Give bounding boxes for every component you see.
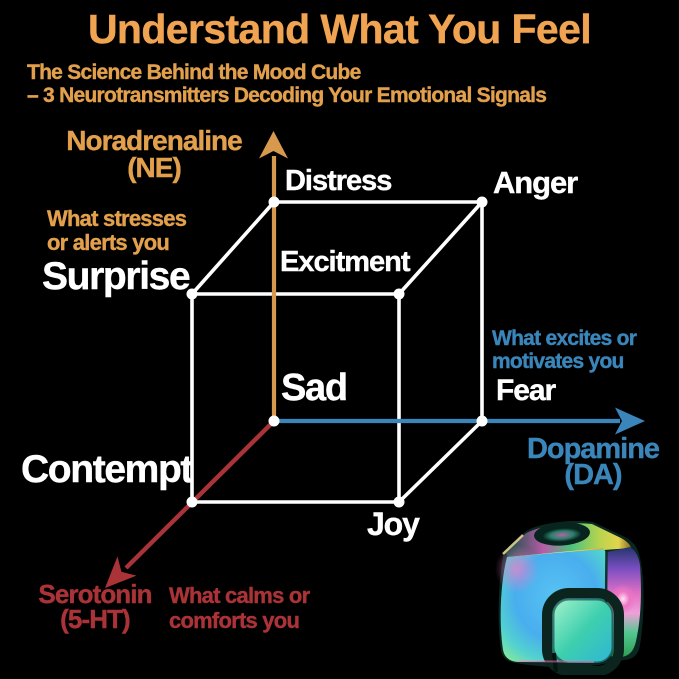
cube-cutout-ring — [542, 588, 624, 675]
emotion-label-surprise: Surprise — [42, 255, 191, 298]
subtitle-line-2: – 3 Neurotransmitters Decoding Your Emot… — [27, 84, 547, 107]
emotion-label-sad: Sad — [281, 367, 348, 409]
emotion-label-excitment: Excitment — [280, 246, 411, 278]
cube-edge-highlight — [502, 534, 524, 555]
mood-cube-image — [495, 521, 644, 675]
emotion-label-fear: Fear — [496, 374, 557, 407]
serotonin-axis — [105, 419, 276, 588]
serotonin-description: What calms or comforts you — [169, 583, 311, 633]
serotonin-desc-line-2: comforts you — [169, 608, 300, 633]
noradrenaline-name: Noradrenaline — [66, 125, 243, 156]
cube-vertex-dot — [476, 415, 488, 427]
serotonin-abbrev: (5-HT) — [60, 604, 131, 634]
emotion-label-contempt: Contempt — [21, 448, 194, 491]
emotion-label-anger: Anger — [493, 165, 579, 200]
serotonin-axis-label: Serotonin (5-HT) — [25, 579, 165, 634]
cube-edge — [190, 200, 276, 296]
dopamine-name: Dopamine — [526, 433, 660, 465]
noradrenaline-abbrev: (NE) — [127, 152, 182, 183]
cube-edge — [397, 200, 484, 296]
dopamine-axis-label: Dopamine (DA) — [518, 433, 668, 491]
page-title: Understand What You Feel — [87, 6, 592, 52]
noradrenaline-axis-label: Noradrenaline (NE) — [40, 125, 268, 183]
dopamine-axis — [274, 407, 645, 435]
noradrenaline-desc-line-1: What stresses — [47, 206, 187, 231]
cube-magenta-glow — [495, 545, 539, 593]
serotonin-desc-line-1: What calms or — [169, 583, 311, 608]
cube-vertex-dot — [268, 196, 280, 208]
dopamine-desc-line-2: motivates you — [492, 350, 625, 373]
noradrenaline-description: What stresses or alerts you — [47, 206, 187, 255]
arrow-up-icon — [259, 131, 288, 159]
cube-inner-block — [553, 599, 613, 663]
dopamine-description: What excites or motivates you — [492, 327, 637, 373]
cube-wireframe — [190, 200, 484, 504]
cube-vertex-dot — [186, 288, 198, 300]
cube-vertex-dot — [476, 196, 488, 208]
dopamine-desc-line-1: What excites or — [492, 327, 637, 350]
arrow-down-left-icon — [105, 556, 137, 588]
serotonin-name: Serotonin — [38, 579, 152, 609]
cube-vertex-dot — [393, 288, 405, 300]
subtitle-line-1: The Science Behind the Mood Cube — [27, 61, 362, 84]
cube-notch-sheen — [543, 528, 581, 542]
noradrenaline-desc-line-2: or alerts you — [47, 230, 170, 255]
emotion-label-joy: Joy — [367, 506, 420, 542]
cube-edge — [397, 419, 484, 504]
cube-bottom-seam — [552, 652, 558, 673]
dopamine-abbrev: (DA) — [564, 459, 623, 491]
cube-vertex-dot — [393, 496, 405, 508]
emotion-label-distress: Distress — [285, 165, 393, 197]
cube-vertex-dot — [268, 415, 280, 427]
page-subtitle: The Science Behind the Mood Cube – 3 Neu… — [27, 61, 547, 107]
cube-vertex-dot — [186, 496, 198, 508]
cube-vertices — [186, 196, 488, 508]
cube-bottom-fringe — [517, 660, 595, 663]
cube-inner-block-shade — [551, 597, 615, 665]
arrow-right-icon — [615, 407, 645, 435]
